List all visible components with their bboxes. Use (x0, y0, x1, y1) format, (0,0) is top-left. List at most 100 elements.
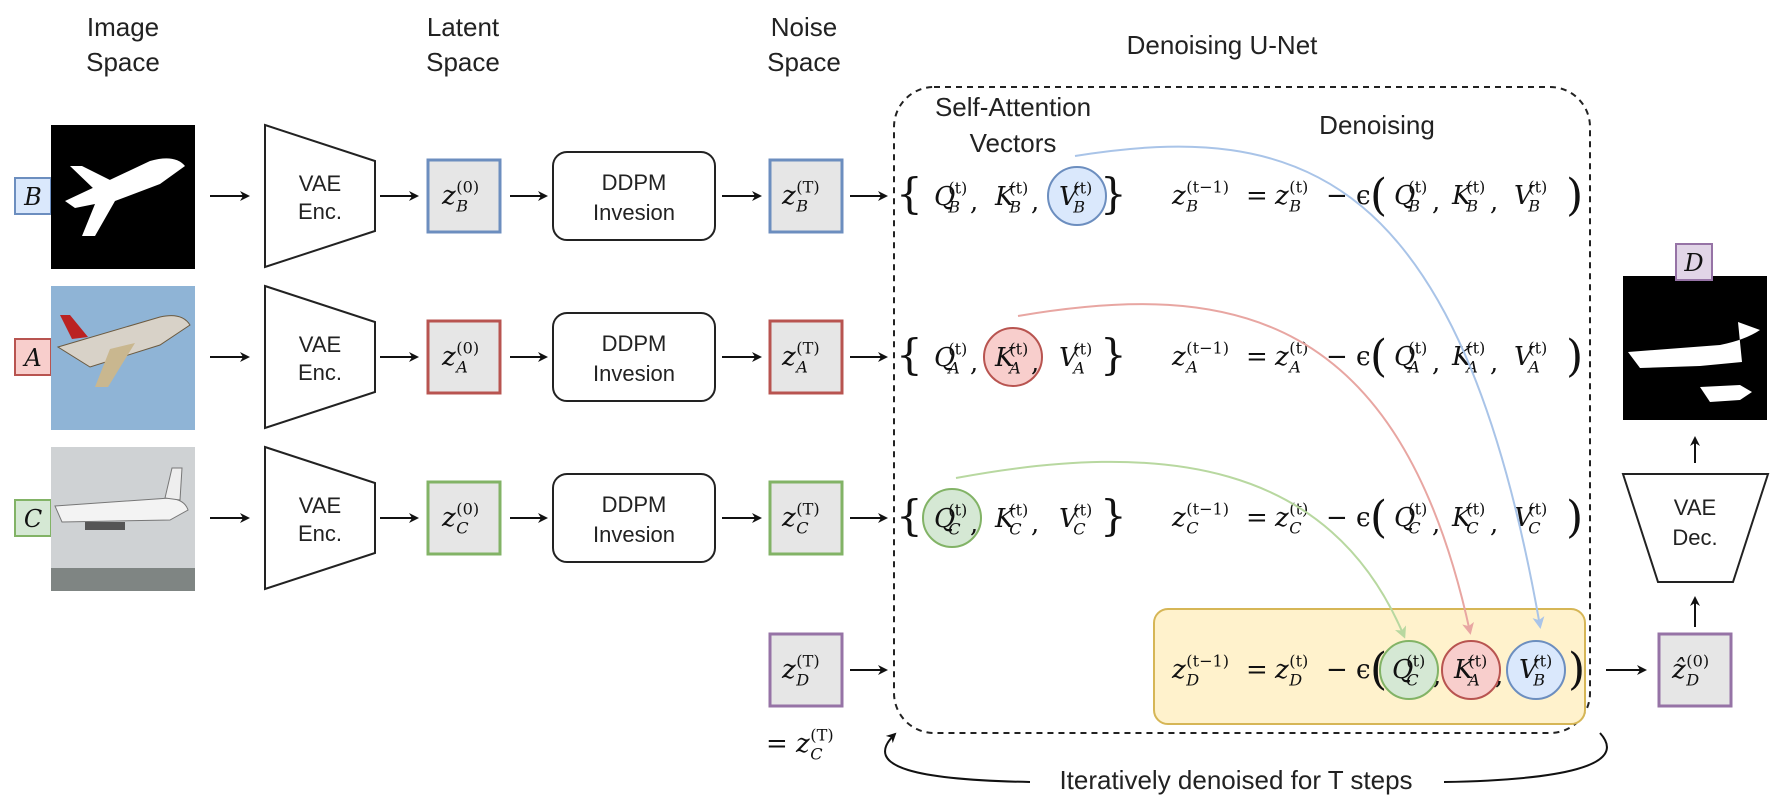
latent-z0-B-base: z (441, 181, 456, 211)
vae-encoder-label-2: Enc. (298, 360, 342, 385)
vae-decoder (1621, 473, 1770, 583)
eq-Q-B-sup: (t) (1408, 177, 1427, 196)
header-latent-space-2: Space (426, 47, 500, 77)
attention-vectors-C: {Q(t)C,K(t)C,V(t)C} (896, 488, 1127, 548)
ddpm-inversion-B (552, 151, 716, 241)
row-label-C: C (24, 505, 42, 533)
noise-zT-D-sub: D (795, 670, 809, 689)
brace-close: } (1100, 491, 1127, 540)
eq-lhs-D-base: z (1171, 655, 1186, 685)
eq-lhs-B-base: z (1171, 181, 1186, 211)
comma: , (1432, 509, 1440, 539)
airplane-landing-photo-icon (51, 447, 195, 591)
vector-K-A: K(t)A (994, 339, 1028, 377)
vae-encoder-label-1: VAE (299, 171, 341, 196)
eq-zt-C-base: z (1274, 503, 1289, 533)
eq-Q-C-sup: (t) (1408, 499, 1427, 518)
highlight-circle-A-K (983, 327, 1043, 387)
output-label: D (1683, 249, 1703, 277)
noise-zT-D-base: z (781, 655, 796, 685)
airplane-mask-output-icon (1623, 276, 1767, 420)
attention-vectors-B: {Q(t)B,K(t)B,V(t)B} (896, 166, 1127, 226)
comma: , (1031, 187, 1039, 217)
vector-Q-C-base: Q (934, 504, 955, 534)
vae-encoder-label-2: Enc. (298, 521, 342, 546)
latent-z0-A-base: z (441, 342, 456, 372)
latent-z0-A-sub: A (454, 357, 468, 376)
comma: , (970, 348, 978, 378)
transfer-curve-Q-from-C (955, 460, 1407, 639)
noise-zT-A-base: z (781, 342, 796, 372)
vae-encoder-B (264, 123, 376, 269)
eq-Q-D-base: Q (1392, 655, 1413, 685)
latent-z0-C: z(0)C (441, 499, 479, 537)
eq-K-D-base: K (1453, 655, 1475, 685)
comma: , (1031, 348, 1039, 378)
paren-close: ) (1566, 170, 1583, 221)
vector-Q-A-base: Q (934, 343, 955, 373)
eq-zt-D-sup: (t) (1289, 651, 1308, 670)
eq-V-D-sup: (t) (1533, 651, 1552, 670)
eq-Q-A-sup: (t) (1408, 338, 1427, 357)
eq-K-C: K(t)C (1451, 499, 1485, 537)
comma: , (1432, 187, 1440, 217)
eq-zt-B: z(t)B (1274, 177, 1308, 215)
vector-V-A-base: V (1059, 343, 1080, 373)
noise-zT-A-sub: A (794, 357, 808, 376)
vector-K-C-sup: (t) (1009, 500, 1028, 519)
eq-V-B-base: V (1514, 181, 1535, 211)
vector-K-B: K(t)B (994, 178, 1028, 216)
highlight-circle-C-Q (922, 488, 982, 548)
eq-V-D: V(t)B (1519, 651, 1552, 689)
noise-zT-C: z(T)C (781, 499, 820, 537)
loop-right-segment (1443, 732, 1608, 783)
eq-zt-C-sub: C (1289, 518, 1302, 537)
noise-zT-B-sub: B (795, 196, 808, 215)
noise-box-A (768, 319, 844, 395)
comma: , (1432, 348, 1440, 378)
loop-label: Iteratively denoised for T steps (1059, 765, 1412, 795)
eq-zt-D-base: z (1274, 655, 1289, 685)
equals-note-var-sub: C (810, 744, 823, 763)
vector-Q-A-sub: A (946, 358, 960, 377)
vector-V-C-sub: C (1073, 519, 1086, 538)
eq-K-A: K(t)A (1451, 338, 1485, 376)
paren-open: ( (1370, 170, 1387, 221)
paren-close: ) (1568, 644, 1585, 695)
eq-equals: = (1246, 181, 1268, 211)
comma: , (1495, 661, 1503, 691)
eq-minus-eps: − ϵ (1326, 655, 1371, 685)
vector-V-B-base: V (1059, 182, 1080, 212)
ddpm-label-1: DDPM (602, 170, 667, 195)
latent-z0-A-sup: (0) (456, 338, 479, 357)
vector-Q-C: Q(t)C (934, 500, 967, 538)
noise-zT-C-base: z (781, 503, 796, 533)
eq-lhs-A-sup: (t−1) (1186, 338, 1229, 357)
header-self-attention-2: Vectors (970, 128, 1057, 158)
output-latent-var-base: ẑ (1671, 655, 1686, 685)
eq-zt-C-sup: (t) (1289, 499, 1308, 518)
eq-Q-D-sub: C (1406, 670, 1419, 689)
eq-V-B-sup: (t) (1528, 177, 1547, 196)
vector-Q-A: Q(t)A (934, 339, 967, 377)
eq-lhs-B-sup: (t−1) (1186, 177, 1229, 196)
latent-z0-C-base: z (441, 503, 456, 533)
eq-K-B-sub: B (1465, 196, 1478, 215)
vector-K-A-base: K (994, 343, 1016, 373)
eq-K-C-sub: C (1466, 518, 1479, 537)
output-label-box (1675, 243, 1713, 281)
vae-encoder-label-2: Enc. (298, 199, 342, 224)
comma: , (1433, 661, 1441, 691)
equals-note-var-sup: (T) (810, 725, 833, 744)
header-denoising: Denoising (1319, 110, 1435, 140)
noise-zT-A-sup: (T) (796, 338, 819, 357)
ddpm-label-2: Invesion (593, 200, 675, 225)
paren-close: ) (1566, 331, 1583, 382)
eq-K-B: K(t)B (1451, 177, 1485, 215)
eq-K-B-sup: (t) (1466, 177, 1485, 196)
eq-K-A-base: K (1451, 342, 1473, 372)
latent-box-A (426, 319, 502, 395)
latent-z0-B-sub: B (455, 196, 468, 215)
